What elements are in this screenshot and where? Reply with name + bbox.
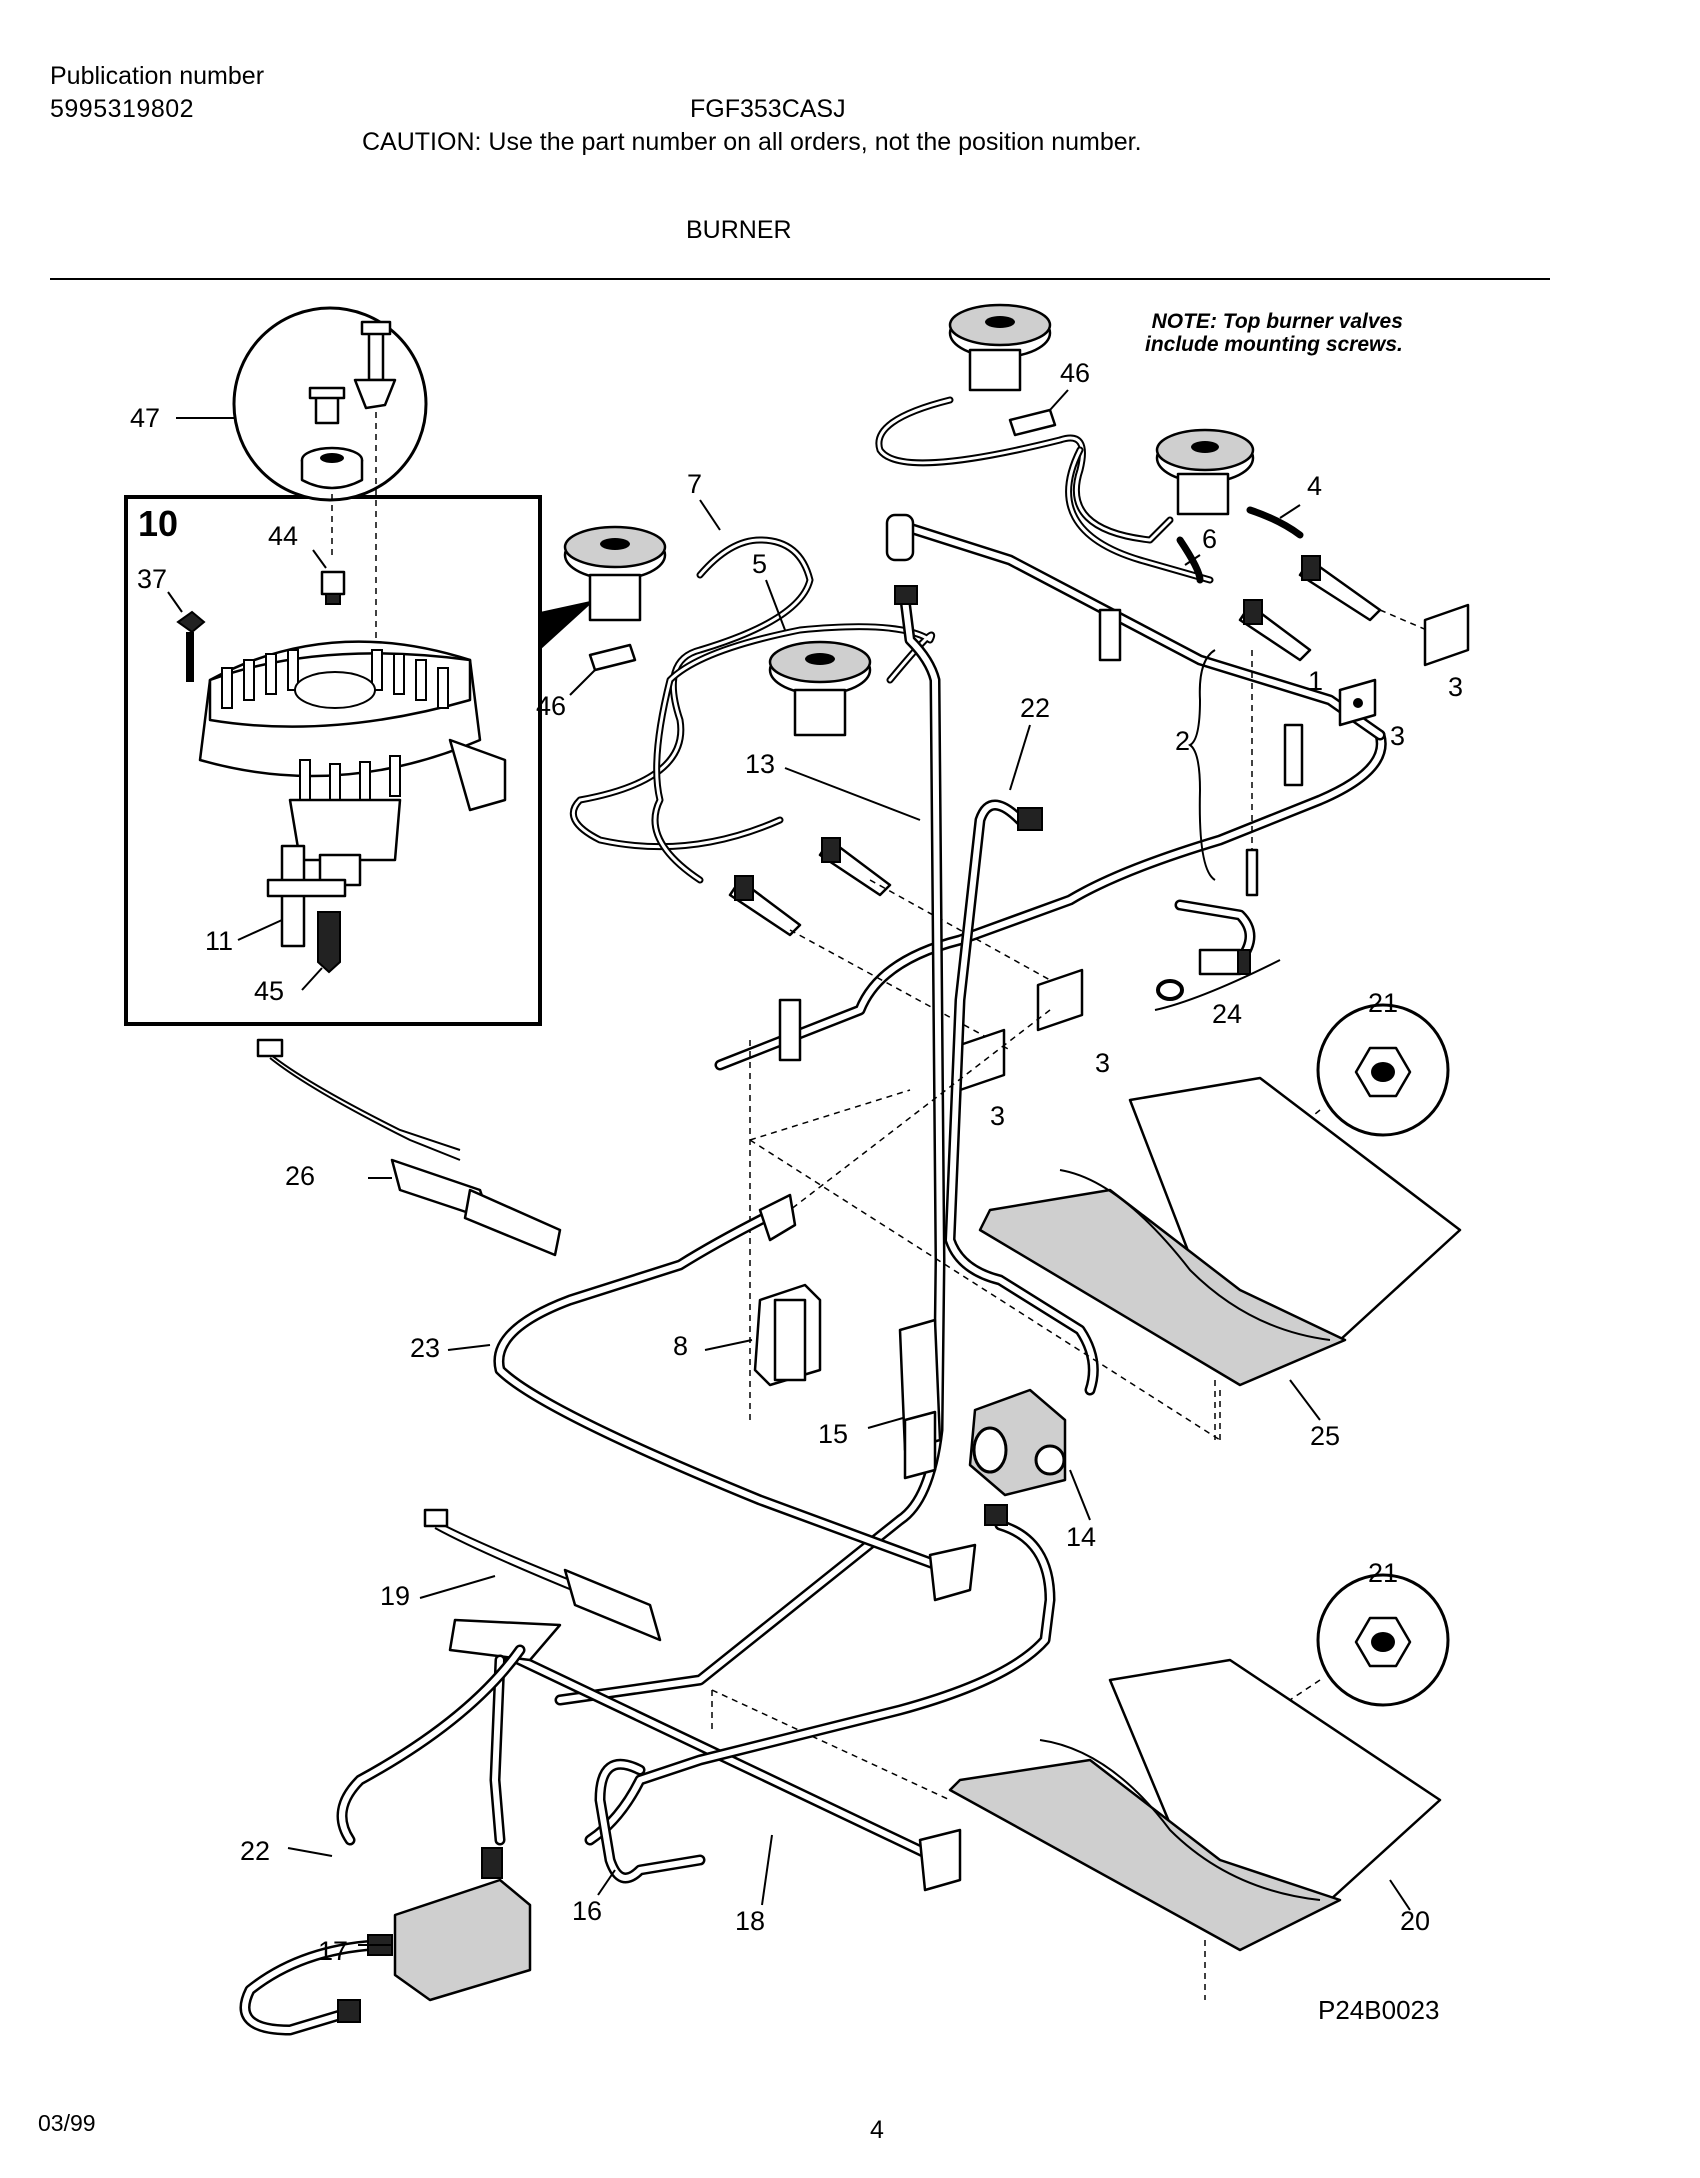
callout-11: 11	[205, 926, 233, 956]
callout-14: 14	[1066, 1522, 1096, 1552]
callout-10: 10	[138, 503, 178, 544]
callout-3-b: 3	[1390, 721, 1405, 751]
burner-tubing	[569, 396, 1470, 1092]
note-line-2: include mounting screws.	[1145, 333, 1403, 356]
callout-37: 37	[137, 564, 167, 594]
callout-3-a: 3	[1448, 672, 1463, 702]
bake-burner-section	[239, 1504, 1056, 2036]
baffles-and-nuts	[948, 1003, 1462, 2000]
publication-date: 03/99	[38, 2110, 96, 2136]
callout-22-a: 22	[1020, 693, 1050, 723]
callout-44: 44	[268, 521, 298, 551]
callout-13: 13	[745, 749, 775, 779]
callout-19: 19	[380, 1581, 410, 1611]
caution-text: CAUTION: Use the part number on all orde…	[362, 128, 1142, 156]
model-number: FGF353CASJ	[690, 95, 846, 123]
callout-46-b: 46	[536, 691, 566, 721]
manifold-assembly	[714, 513, 1387, 1071]
callout-1: 1	[1308, 666, 1323, 696]
callout-25: 25	[1310, 1421, 1340, 1451]
callout-15: 15	[818, 1419, 848, 1449]
callout-17: 17	[318, 1936, 348, 1966]
callout-8: 8	[673, 1331, 688, 1361]
callout-26: 26	[285, 1161, 315, 1191]
callout-45: 45	[254, 976, 284, 1006]
callout-4: 4	[1307, 471, 1322, 501]
callout-47: 47	[130, 403, 160, 433]
callout-46-a: 46	[1060, 358, 1090, 388]
oven-burner-section	[256, 1038, 1091, 1602]
callout-6: 6	[1202, 524, 1217, 554]
callout-21-a: 21	[1368, 988, 1398, 1018]
callout-3-d: 3	[990, 1101, 1005, 1131]
section-title: BURNER	[686, 216, 792, 244]
publication-label: Publication number	[50, 62, 265, 90]
callout-7: 7	[687, 469, 702, 499]
burner-detail-inset	[124, 306, 595, 1026]
callout-2: 2	[1175, 726, 1190, 756]
note-line-1: NOTE: Top burner valves	[1151, 310, 1403, 333]
callout-23: 23	[410, 1333, 440, 1363]
callout-24: 24	[1212, 999, 1242, 1029]
callout-3-c: 3	[1095, 1048, 1110, 1078]
top-burners	[563, 303, 1255, 737]
page-number: 4	[870, 2116, 884, 2144]
callout-labels: 1 2 3 3 3 3 4 5 6 7 8 10 11 13 14 15 16 …	[130, 358, 1463, 1966]
callout-21-b: 21	[1368, 1558, 1398, 1588]
figure-code: P24B0023	[1318, 1995, 1440, 2025]
callout-20: 20	[1400, 1906, 1430, 1936]
callout-22-b: 22	[240, 1836, 270, 1866]
callout-18: 18	[735, 1906, 765, 1936]
publication-number: 5995319802	[50, 95, 195, 123]
callout-16: 16	[572, 1896, 602, 1926]
header-divider	[50, 278, 1550, 280]
callout-5: 5	[752, 549, 767, 579]
note-text: NOTE: Top burner valves include mounting…	[1145, 310, 1403, 356]
